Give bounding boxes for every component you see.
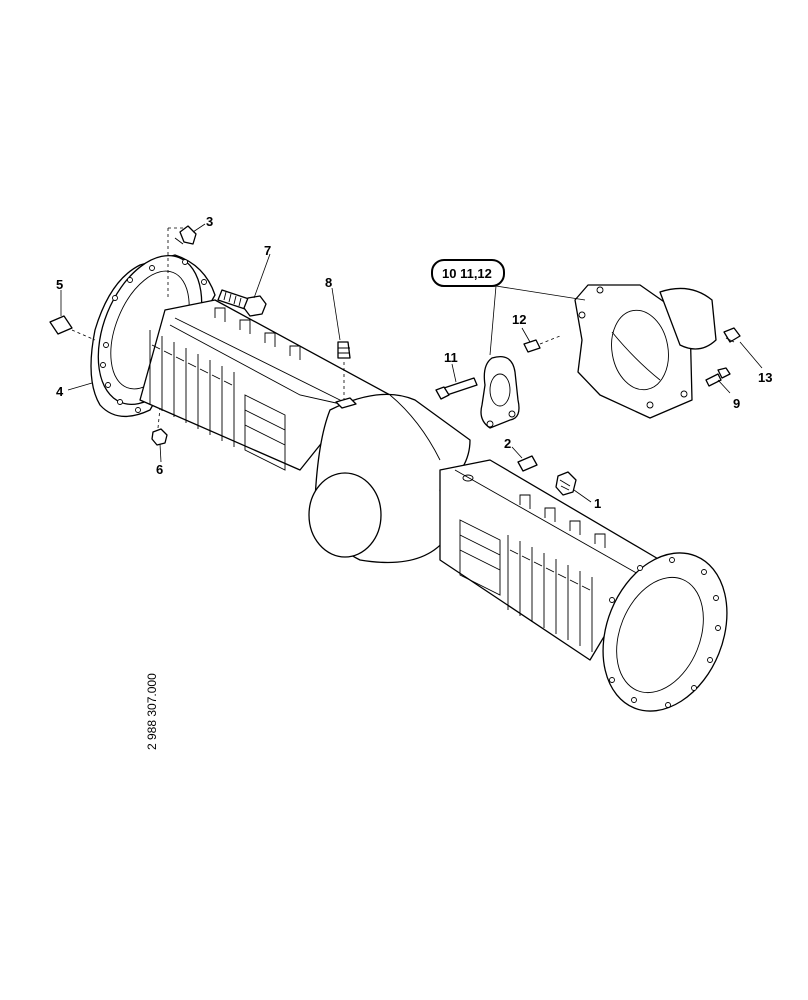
callout-10: 10 11,12 [442, 266, 492, 281]
part-6-plug [151, 407, 168, 446]
callout-11: 11 [444, 350, 458, 365]
center-housing [308, 393, 471, 564]
document-number: 2 988 307.000 [145, 673, 159, 750]
callout-1: 1 [594, 496, 601, 511]
callout-10-frame [431, 259, 505, 287]
axle-housing [90, 254, 728, 712]
left-beam-fins [149, 330, 286, 471]
part-8-breather [335, 341, 357, 409]
part-11-bolt [435, 377, 478, 400]
part-9-screw [705, 367, 731, 387]
part-5-pin [49, 315, 96, 341]
right-beam-fins [459, 519, 593, 652]
part-11-half-bracket [480, 355, 520, 429]
part-13-plug [723, 327, 741, 343]
part-10-bracket [574, 284, 717, 419]
callout-4: 4 [56, 384, 64, 399]
callout-3: 3 [206, 214, 213, 229]
callout-13: 13 [758, 370, 772, 385]
callout-2: 2 [504, 436, 511, 451]
part-7-bolt [217, 289, 267, 317]
callout-9: 9 [733, 396, 740, 411]
part-2-pin [517, 455, 538, 472]
right-flange [602, 552, 728, 712]
part-3-fitting [167, 225, 197, 300]
leader-lines [60, 223, 763, 503]
callout-labels: 1 2 3 4 5 6 7 8 9 10 11,12 11 12 13 [56, 214, 772, 511]
callout-5: 5 [56, 277, 63, 292]
callout-6: 6 [156, 462, 163, 477]
callout-7: 7 [264, 243, 271, 258]
callout-8: 8 [325, 275, 332, 290]
callout-12: 12 [512, 312, 526, 327]
part-12-pin [523, 335, 561, 353]
part-1-plug [555, 471, 577, 496]
